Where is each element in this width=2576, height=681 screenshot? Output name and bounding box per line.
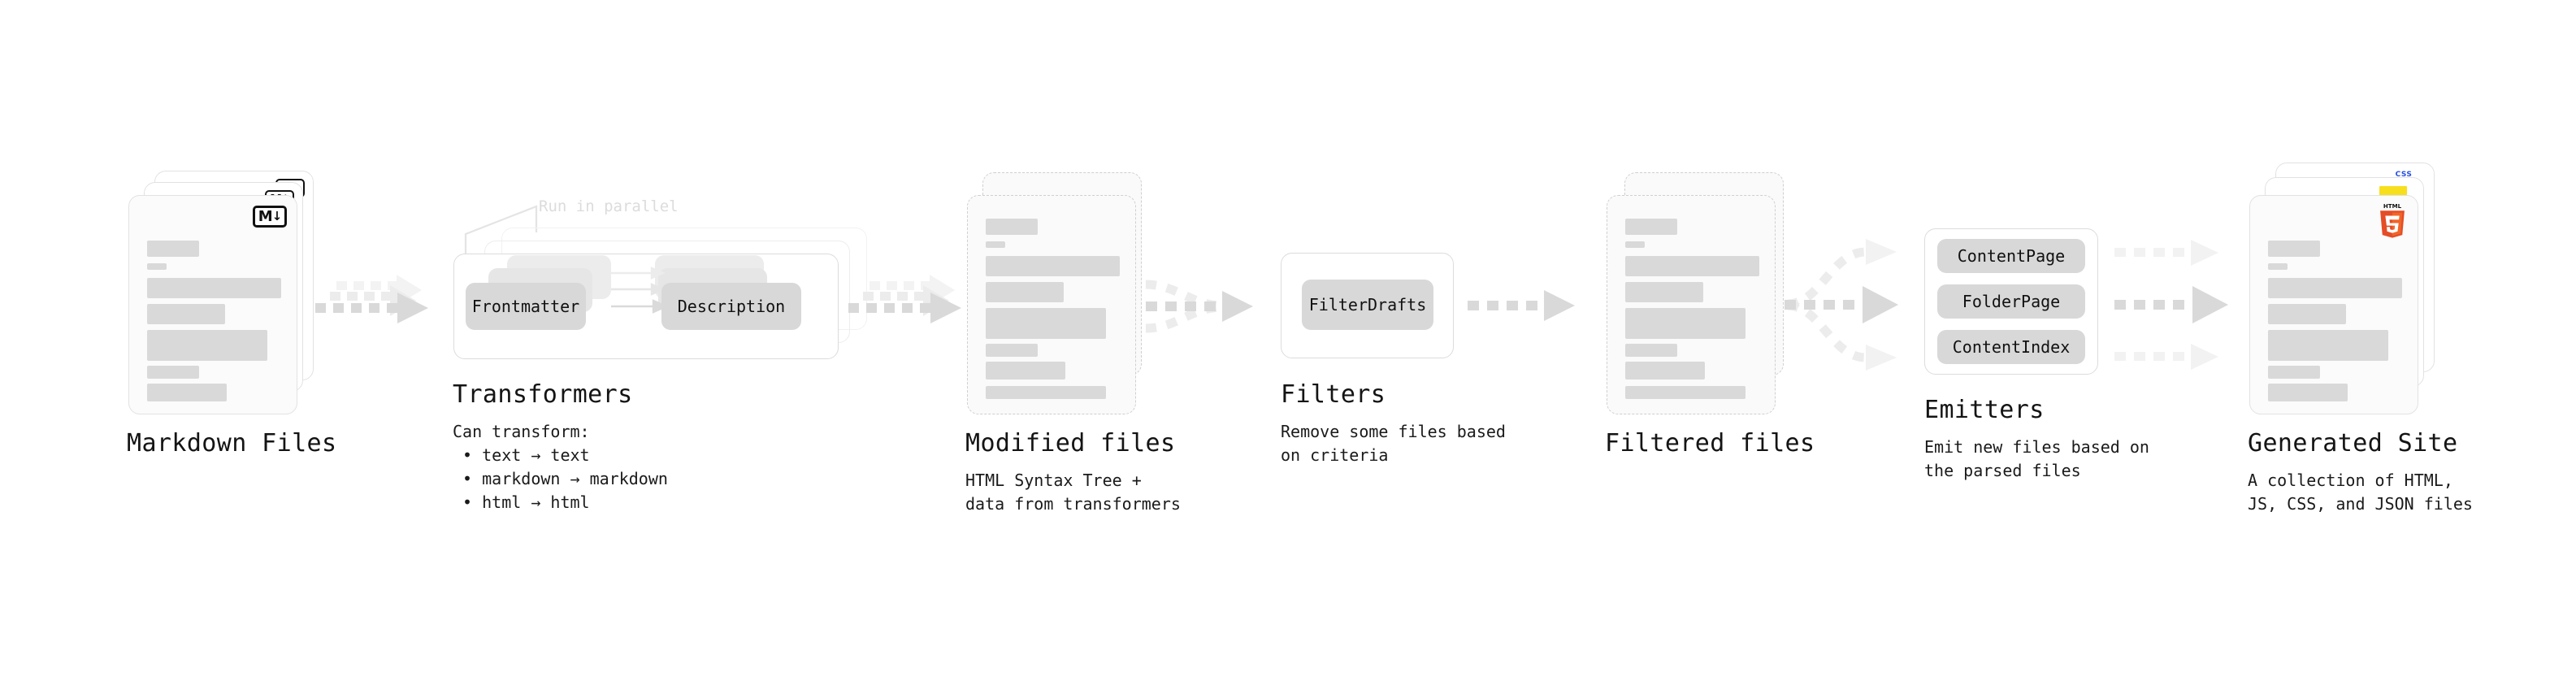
- skeleton-bar: [986, 362, 1065, 380]
- skeleton-bar: [2268, 304, 2346, 324]
- markdown-card-front: M↓: [128, 195, 297, 414]
- skeleton-bar: [2268, 278, 2402, 298]
- skeleton-bar: [2268, 241, 2320, 257]
- parallel-label: Run in parallel: [539, 197, 679, 215]
- skeleton-bar: [147, 241, 199, 257]
- skeleton-bar: [986, 386, 1106, 399]
- connector-filters-to-filtered: [1468, 290, 1575, 321]
- filter-node-filterdrafts[interactable]: FilterDrafts: [1302, 280, 1433, 330]
- connector-emitters-to-site: [2114, 240, 2228, 370]
- connector-md-to-transformers: [315, 275, 428, 323]
- skeleton-bar: [1625, 386, 1746, 399]
- skeleton-bar: [986, 219, 1038, 235]
- stage-title-filtered-files: Filtered files: [1605, 429, 1815, 458]
- css-badge-icon: CSS: [2395, 171, 2413, 179]
- skeleton-bar: [1625, 344, 1677, 357]
- skeleton-bar: [2268, 366, 2320, 379]
- markdown-badge-icon: M↓: [253, 206, 287, 228]
- skeleton-bar: [1625, 308, 1746, 339]
- skeleton-bar: [986, 256, 1120, 276]
- svg-text:HTML: HTML: [2383, 202, 2402, 210]
- skeleton-bar: [147, 263, 167, 270]
- skeleton-bar: [147, 366, 199, 379]
- skeleton-bar: [147, 330, 267, 361]
- connector-modified-to-filters: [1145, 280, 1253, 333]
- skeleton-bar: [986, 344, 1038, 357]
- skeleton-bar: [2268, 384, 2348, 401]
- stage-subtitle-transformers: Can transform: • text → text • markdown …: [453, 422, 668, 512]
- emitter-node-contentpage[interactable]: ContentPage: [1937, 239, 2085, 273]
- skeleton-bar: [986, 241, 1005, 248]
- skeleton-bar: [147, 304, 225, 324]
- stage-title-modified-files: Modified files: [965, 429, 1176, 458]
- stage-subtitle-emitters: Emit new files based on the parsed files: [1924, 437, 2149, 480]
- connector-transformers-to-modified: [848, 275, 961, 323]
- filtered-card-front: [1607, 195, 1776, 414]
- parallel-bracket: [464, 205, 538, 260]
- skeleton-bar: [1625, 219, 1677, 235]
- skeleton-bar: [1625, 282, 1703, 302]
- skeleton-bar: [1625, 362, 1705, 380]
- stage-subtitle-modified-files: HTML Syntax Tree + data from transformer…: [965, 471, 1181, 514]
- transformer-node-description[interactable]: Description: [661, 283, 801, 330]
- html5-badge-icon: HTML: [2380, 202, 2405, 238]
- stage-title-transformers: Transformers: [453, 380, 633, 409]
- emitter-node-folderpage[interactable]: FolderPage: [1937, 284, 2085, 319]
- skeleton-bar: [986, 282, 1064, 302]
- emitter-node-contentindex[interactable]: ContentIndex: [1937, 330, 2085, 364]
- skeleton-bar: [147, 384, 227, 401]
- modified-card-front: [967, 195, 1136, 414]
- stage-subtitle-filters: Remove some files based on criteria: [1281, 422, 1506, 465]
- site-card-front: HTML: [2249, 195, 2418, 414]
- skeleton-bar: [2268, 330, 2388, 361]
- stage-title-generated-site: Generated Site: [2248, 429, 2458, 458]
- transformer-inner-arrows: [611, 267, 669, 314]
- skeleton-bar: [2268, 263, 2288, 270]
- transformer-node-frontmatter[interactable]: Frontmatter: [466, 283, 586, 330]
- stage-title-markdown-files: Markdown Files: [127, 429, 337, 458]
- skeleton-bar: [1625, 241, 1645, 248]
- skeleton-bar: [986, 308, 1106, 339]
- stage-subtitle-generated-site: A collection of HTML, JS, CSS, and JSON …: [2248, 471, 2473, 514]
- connector-filtered-to-emitters: [1785, 239, 1898, 371]
- skeleton-bar: [147, 278, 281, 298]
- stage-title-emitters: Emitters: [1924, 396, 2045, 424]
- skeleton-bar: [1625, 256, 1759, 276]
- stage-title-filters: Filters: [1281, 380, 1386, 409]
